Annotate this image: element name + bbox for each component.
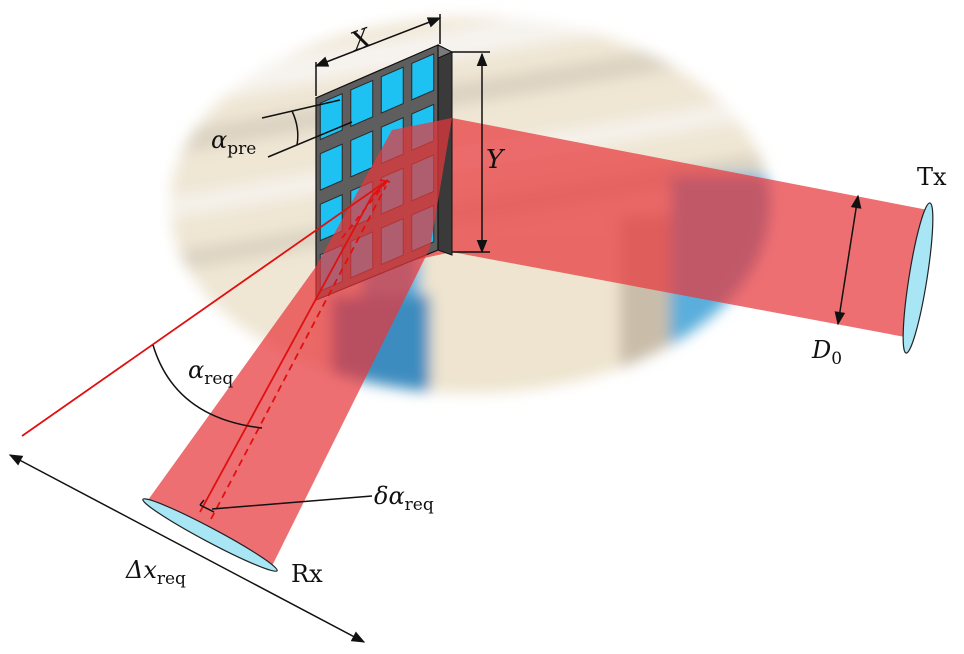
alpha-req-label: αreq [188, 356, 233, 389]
alpha-pre-label: αpre [211, 126, 256, 159]
dimensions [8, 14, 862, 643]
delta-x-arrow [8, 454, 366, 643]
text-labels: X Y αpre αreq δαreq Δxreq D0 Tx Rx [125, 22, 947, 589]
rx-label: Rx [291, 560, 323, 588]
surface-element [380, 66, 404, 114]
tx-label: Tx [917, 163, 947, 191]
d0-label: D0 [811, 336, 842, 369]
surface-element [350, 79, 374, 128]
alpha-pre-line-1 [261, 99, 341, 119]
delta-x-label: Δxreq [125, 556, 186, 589]
alpha-pre-line-2 [267, 121, 353, 158]
y-dim-label: Y [486, 145, 506, 175]
surface-element [319, 143, 343, 191]
delta-alpha-label: δαreq [374, 482, 434, 515]
alpha-pre-arc [291, 110, 299, 146]
x-dimension-arrow [314, 17, 442, 67]
d0-arrow [834, 194, 862, 326]
alpha-req-reference-line [21, 179, 389, 437]
rx-beam [148, 118, 452, 566]
tx-lens [902, 202, 934, 354]
tx-beam [392, 118, 928, 337]
alpha-req-arc [152, 344, 263, 429]
